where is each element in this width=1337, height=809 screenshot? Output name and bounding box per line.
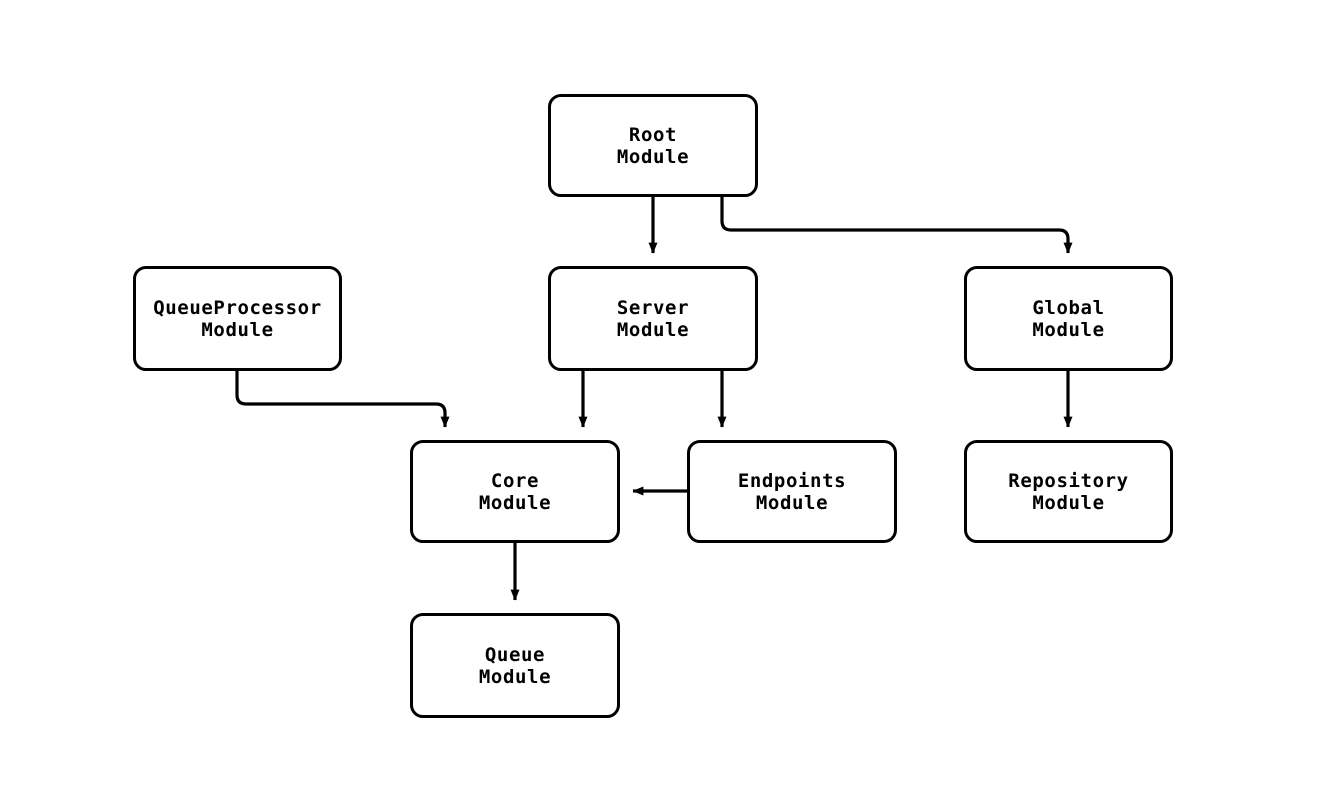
node-queueprocessor-module-line2: Module bbox=[201, 318, 274, 341]
node-repository-module-line1: Repository bbox=[1008, 469, 1129, 492]
node-server-module-line1: Server bbox=[616, 296, 690, 319]
node-core-module-line1: Core bbox=[490, 469, 540, 492]
node-queueprocessor-module-line1: QueueProcessor bbox=[153, 296, 322, 319]
node-core-module-line2: Module bbox=[478, 491, 552, 514]
node-global-module-line2: Module bbox=[1032, 318, 1105, 341]
node-root-module[interactable]: Root Module bbox=[548, 94, 758, 197]
node-queue-module-line1: Queue bbox=[484, 643, 546, 666]
node-endpoints-module-line1: Endpoints bbox=[737, 469, 847, 492]
node-repository-module[interactable]: Repository Module bbox=[964, 440, 1173, 543]
node-root-module-line1: Root bbox=[628, 123, 678, 146]
node-endpoints-module[interactable]: Endpoints Module bbox=[687, 440, 897, 543]
edge-queueprocessor-core bbox=[235, 371, 450, 428]
node-global-module-line1: Global bbox=[1032, 296, 1105, 319]
node-queue-module[interactable]: Queue Module bbox=[410, 613, 620, 718]
node-queue-module-line2: Module bbox=[478, 665, 552, 688]
node-root-module-line2: Module bbox=[616, 145, 690, 168]
node-global-module[interactable]: Global Module bbox=[964, 266, 1173, 371]
edge-root-global bbox=[720, 197, 1073, 254]
node-endpoints-module-line2: Module bbox=[755, 491, 829, 514]
node-server-module[interactable]: Server Module bbox=[548, 266, 758, 371]
node-queueprocessor-module[interactable]: QueueProcessor Module bbox=[133, 266, 342, 371]
node-server-module-line2: Module bbox=[616, 318, 690, 341]
node-repository-module-line2: Module bbox=[1032, 491, 1105, 514]
node-core-module[interactable]: Core Module bbox=[410, 440, 620, 543]
